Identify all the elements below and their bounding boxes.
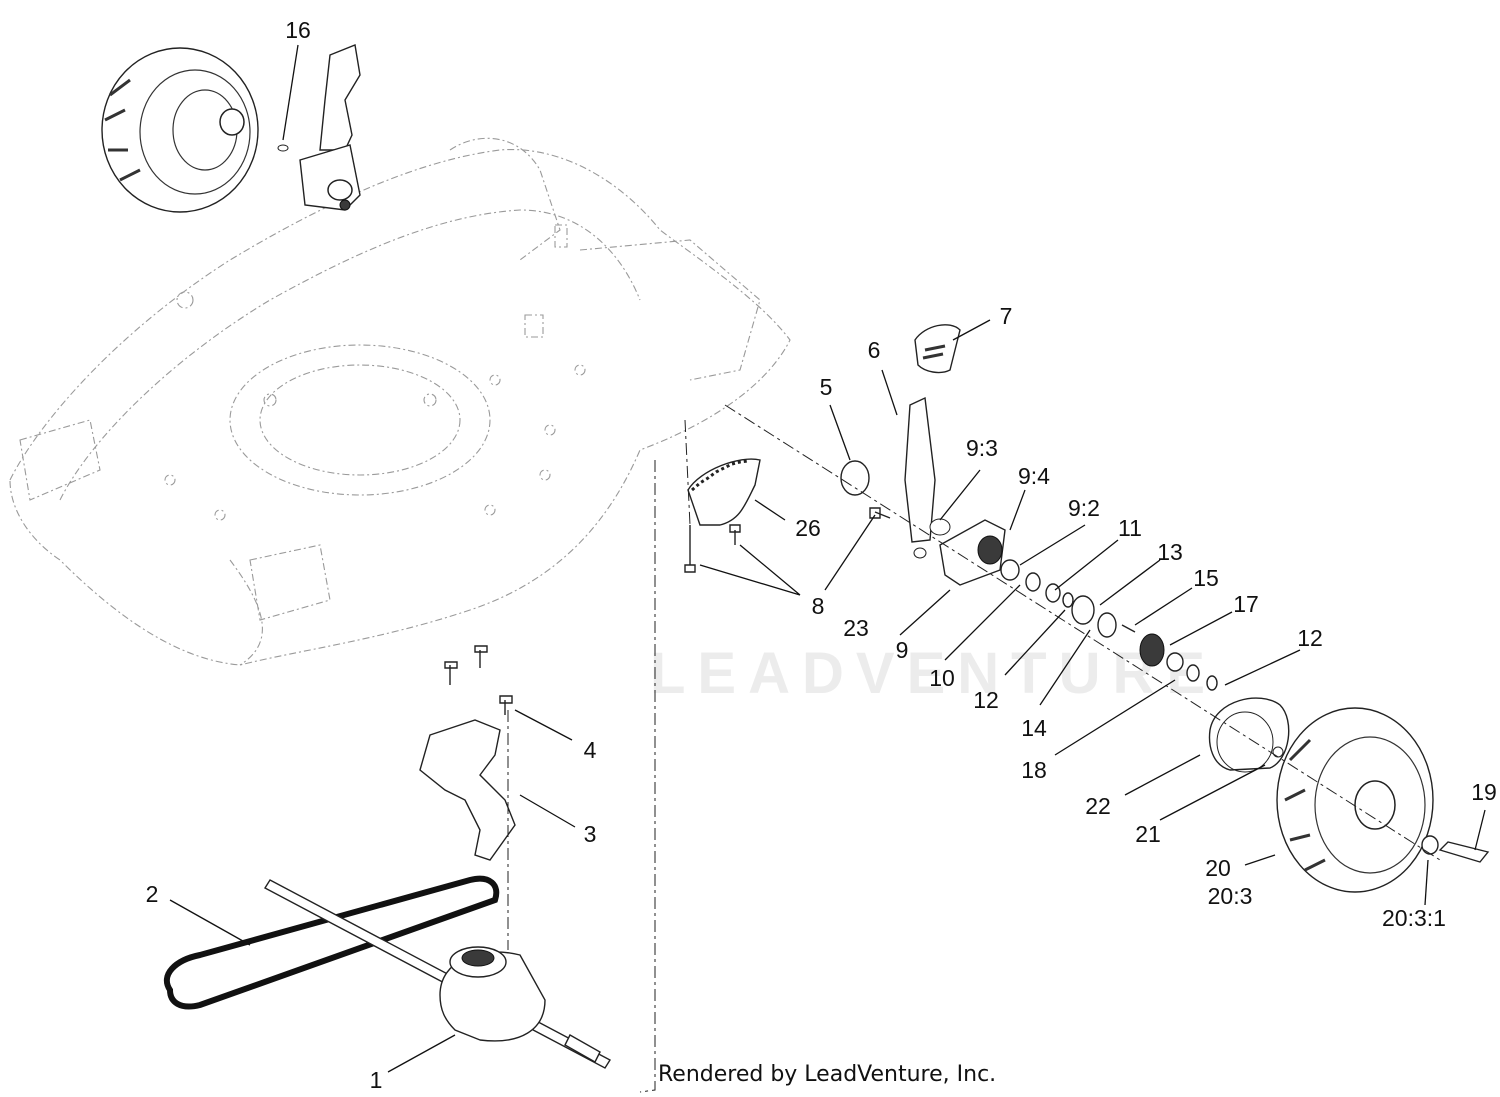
callout-9[interactable]: 9 [896,637,909,663]
belt-guard-bracket [419,645,516,861]
callout-21[interactable]: 21 [1135,821,1161,847]
callout-8[interactable]: 8 [812,593,825,619]
callout-15[interactable]: 15 [1193,565,1219,591]
callout-11[interactable]: 11 [1118,515,1142,541]
rear-wheel-assembly [101,47,259,213]
callout-22[interactable]: 22 [1085,793,1111,819]
callout-16[interactable]: 16 [285,17,311,43]
callout-9-2[interactable]: 9:2 [1068,495,1100,521]
callout-20[interactable]: 20 [1205,855,1231,881]
guard-plate [687,458,761,526]
callout-1[interactable]: 1 [370,1067,383,1093]
assembly-axes [507,404,1441,1093]
callout-3[interactable]: 3 [584,821,597,847]
front-wheel [1276,707,1434,893]
credit-line: Rendered by LeadVenture, Inc. [658,1062,997,1087]
callout-17[interactable]: 17 [1233,591,1259,617]
callout-14[interactable]: 14 [1021,715,1047,741]
callout-23[interactable]: 23 [843,615,869,641]
callout-2[interactable]: 2 [146,881,159,907]
leader-lines [169,44,1486,1073]
height-adjuster-lever [277,44,361,211]
callout-9-4[interactable]: 9:4 [1018,463,1050,489]
callout-26[interactable]: 26 [795,515,821,541]
mower-deck [9,137,791,666]
callout-6[interactable]: 6 [868,337,881,363]
adjuster-bracket [904,324,961,543]
callout-18[interactable]: 18 [1021,757,1047,783]
cap-part [840,460,870,496]
callout-10[interactable]: 10 [929,665,955,691]
callout-20-3-1[interactable]: 20:3:1 [1382,905,1446,931]
callout-20-3[interactable]: 20:3 [1208,883,1253,909]
drive-belt [163,875,500,1010]
axle-stack [1000,559,1218,691]
callout-19[interactable]: 19 [1471,779,1497,805]
callouts: 1 2 3 4 5 6 7 8 9 9:3 9:4 9:2 10 11 12 1… [146,17,1497,1093]
callout-13[interactable]: 13 [1157,539,1183,565]
callout-7[interactable]: 7 [1000,303,1013,329]
mounting-plate [913,518,1006,586]
callout-12-a[interactable]: 12 [973,687,999,713]
watermark: LEADVENTURE [650,641,1218,706]
callout-12-b[interactable]: 12 [1297,625,1323,651]
callout-9-3[interactable]: 9:3 [966,435,998,461]
callout-5[interactable]: 5 [820,374,833,400]
drive-cup [1208,697,1290,773]
transmission [264,879,611,1069]
callout-4[interactable]: 4 [584,737,597,763]
